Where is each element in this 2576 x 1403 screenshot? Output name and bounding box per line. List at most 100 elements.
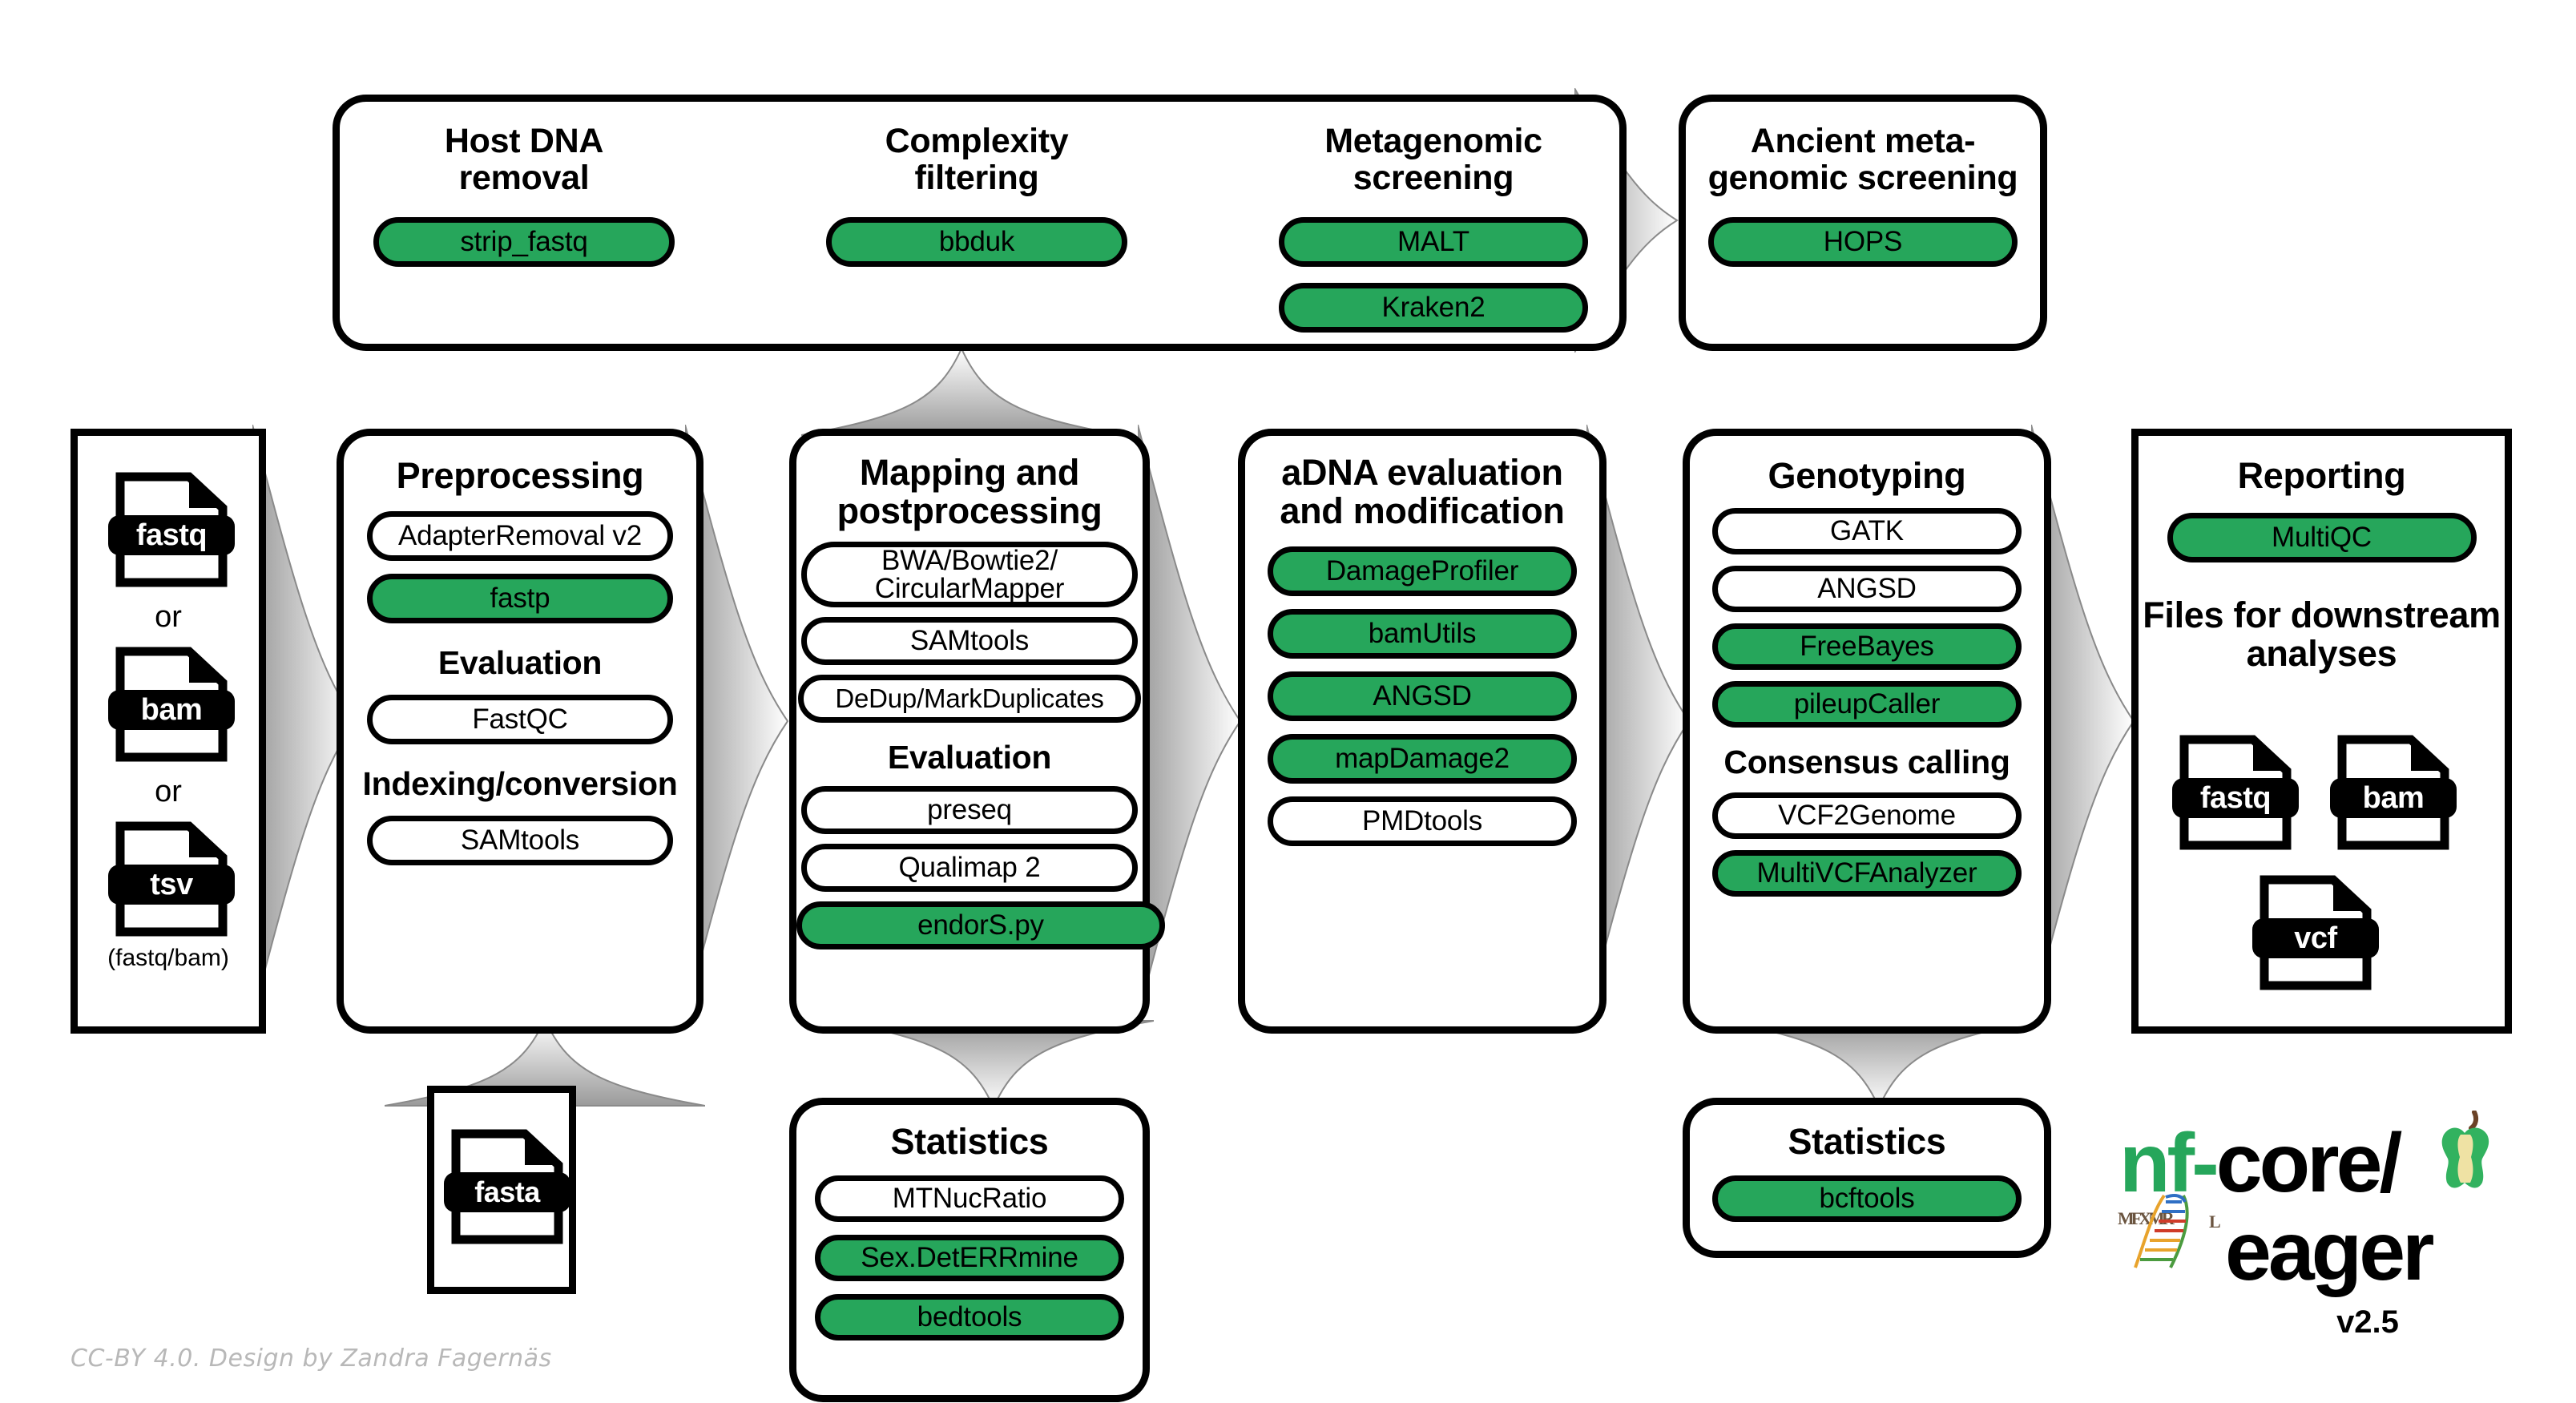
tool-pill-damageprofiler[interactable]: DamageProfiler [1268,546,1577,597]
tool-label: AdapterRemoval v2 [398,519,642,551]
tool-label: BWA/Bowtie2/ CircularMapper [874,545,1065,605]
tool-pill-mapdamage2[interactable]: mapDamage2 [1268,734,1577,784]
statistics-left-title: Statistics [890,1121,1049,1162]
tool-label: bbduk [938,225,1015,257]
tool-pill-fastqc[interactable]: FastQC [367,695,673,745]
fastq-output-file-icon: fastq [2172,732,2299,853]
tool-pill-malt[interactable]: MALT [1279,217,1588,267]
input-or-2: or [155,775,182,808]
tool-label: strip_fastq [460,225,588,257]
ancient-screening-box: Ancient meta- genomic screening HOPS [1679,95,2047,351]
tool-pill-adapterremoval[interactable]: AdapterRemoval v2 [367,511,673,562]
tool-label: Kraken2 [1381,291,1486,323]
tool-pill-fastp[interactable]: fastp [367,574,673,624]
screening-group-metagenomic: Metagenomic screening MALT Kraken2 [1277,123,1590,333]
tool-label: endorS.py [917,909,1044,941]
credit-text: CC-BY 4.0. Design by Zandra Fagernäs [71,1345,552,1373]
tool-label: MALT [1397,225,1469,257]
logo-eager-text: eager [2225,1205,2435,1298]
tool-label: FreeBayes [1800,630,1934,662]
tool-pill-vcf2genome[interactable]: VCF2Genome [1712,792,2022,840]
tool-pill-pmdtools[interactable]: PMDtools [1268,796,1577,847]
tool-label: FastQC [472,703,568,735]
logo-nf-text: nf- [2119,1117,2219,1210]
tool-pill-bcftools[interactable]: bcftools [1712,1175,2022,1223]
tool-label: VCF2Genome [1778,799,1956,831]
tool-pill-angsd-genotyping[interactable]: ANGSD [1712,566,2022,613]
tool-pill-sex-deterrmine[interactable]: Sex.DetERRmine [815,1235,1124,1282]
file-extension-label: fasta [444,1172,570,1212]
tool-label: bcftools [1819,1182,1915,1214]
arrow-preprocessing-to-mapping [685,425,789,1018]
tsv-file-icon: tsv [108,819,235,939]
tool-pill-bamutils[interactable]: bamUtils [1268,609,1577,659]
statistics-right-title: Statistics [1788,1121,1946,1162]
tool-pill-samtools-preprocessing[interactable]: SAMtools [367,816,673,866]
tool-pill-strip-fastq[interactable]: strip_fastq [373,217,675,267]
adna-box: aDNA evaluation and modification DamageP… [1238,429,1606,1034]
fasta-box: fasta [427,1086,576,1294]
tool-pill-multivcfanalyzer[interactable]: MultiVCFAnalyzer [1712,850,2022,897]
fastq-file-icon: fastq [108,470,235,590]
preprocessing-subtitle-evaluation: Evaluation [437,644,603,682]
screening-group-title: Host DNA removal [444,122,604,197]
adna-title: aDNA evaluation and modification [1280,452,1565,532]
tool-pill-samtools-mapping[interactable]: SAMtools [801,617,1138,666]
file-extension-label: tsv [108,865,235,905]
reporting-box: Reporting MultiQC Files for downstream a… [2131,429,2512,1034]
tool-pill-gatk[interactable]: GATK [1712,508,2022,555]
tool-pill-bwa-bowtie2-circularmapper[interactable]: BWA/Bowtie2/ CircularMapper [801,542,1138,608]
tool-label: SAMtools [909,625,1030,657]
tool-label: PMDtools [1361,805,1483,837]
tool-label: MTNucRatio [892,1182,1047,1214]
file-extension-label: bam [2330,778,2457,818]
input-files-box: fastq or bam or tsv (fastq/bam) [71,429,266,1034]
apple-core-icon [2436,1110,2495,1194]
tool-pill-bedtools[interactable]: bedtools [815,1294,1124,1341]
tool-pill-mtnucratio[interactable]: MTNucRatio [815,1175,1124,1223]
logo-line-1: nf-core/ [2119,1110,2520,1205]
tool-label: Qualimap 2 [898,852,1041,884]
screening-group-host-dna: Host DNA removal strip_fastq [372,123,676,267]
tool-label: preseq [927,794,1012,826]
genotyping-box: Genotyping GATK ANGSD FreeBayes pileupCa… [1683,429,2051,1034]
dna-helix-icon: MFXMR L [2114,1191,2235,1279]
logo-version: v2.5 [2336,1304,2399,1340]
mapping-box: Mapping and postprocessing BWA/Bowtie2/ … [789,429,1165,1034]
tool-label: Sex.DetERRmine [861,1241,1078,1273]
tool-pill-multiqc[interactable]: MultiQC [2167,513,2477,563]
tool-pill-hops[interactable]: HOPS [1708,217,2018,267]
ancient-screening-title: Ancient meta- genomic screening [1707,122,2018,197]
tool-label: MultiVCFAnalyzer [1756,857,1977,889]
statistics-left-box: Statistics MTNucRatio Sex.DetERRmine bed… [789,1098,1150,1402]
tool-pill-qualimap2[interactable]: Qualimap 2 [801,844,1138,893]
logo-line-2: MFXMR L eager [2118,1194,2520,1293]
tool-label: bamUtils [1368,618,1477,650]
tool-label: mapDamage2 [1335,743,1510,775]
logo-core-text: core/ [2215,1117,2403,1210]
statistics-right-box: Statistics bcftools [1683,1098,2051,1258]
tool-pill-endors-py[interactable]: endorS.py [796,901,1165,950]
tool-pill-preseq[interactable]: preseq [801,786,1138,835]
tool-label: HOPS [1823,225,1903,257]
tool-label: GATK [1830,514,1904,546]
preprocessing-box: Preprocessing AdapterRemoval v2 fastp Ev… [337,429,703,1034]
tool-label: MultiQC [2272,521,2372,553]
screening-box: Host DNA removal strip_fastq Complexity … [333,95,1627,351]
file-extension-label: vcf [2252,918,2379,958]
bam-file-icon: bam [108,644,235,764]
file-extension-label: fastq [108,515,235,555]
arrow-mapping-to-screening [801,349,1122,437]
tool-pill-kraken2[interactable]: Kraken2 [1279,283,1588,333]
tool-pill-bbduk[interactable]: bbduk [826,217,1127,267]
tool-pill-pileupcaller[interactable]: pileupCaller [1712,681,2022,728]
tool-label: DamageProfiler [1325,555,1519,587]
tool-label: fastp [490,582,550,614]
file-extension-label: fastq [2172,778,2299,818]
tool-pill-angsd-adna[interactable]: ANGSD [1268,671,1577,722]
fasta-file-icon: fasta [444,1127,570,1247]
tool-pill-freebayes[interactable]: FreeBayes [1712,623,2022,671]
tool-pill-dedup-markduplicates[interactable]: DeDup/MarkDuplicates [798,675,1141,724]
reporting-subtitle-downstream: Files for downstream analyses [2143,595,2501,675]
